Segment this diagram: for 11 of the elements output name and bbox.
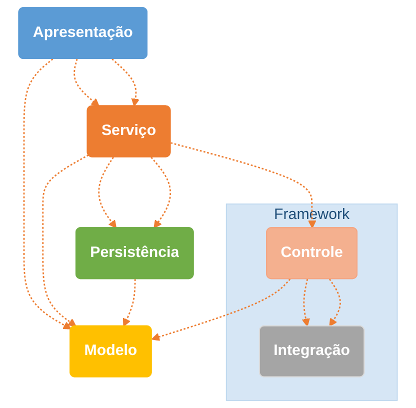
arrow bbox=[150, 156, 172, 228]
arrow bbox=[151, 278, 291, 341]
arrow bbox=[74, 58, 100, 107]
arrow bbox=[170, 142, 316, 228]
arrow bbox=[122, 279, 136, 327]
arrow bbox=[42, 154, 89, 327]
arrow bbox=[328, 278, 341, 327]
arrow bbox=[112, 58, 140, 107]
arrow bbox=[98, 156, 117, 228]
arrow bbox=[23, 58, 72, 330]
arrow bbox=[302, 278, 310, 327]
